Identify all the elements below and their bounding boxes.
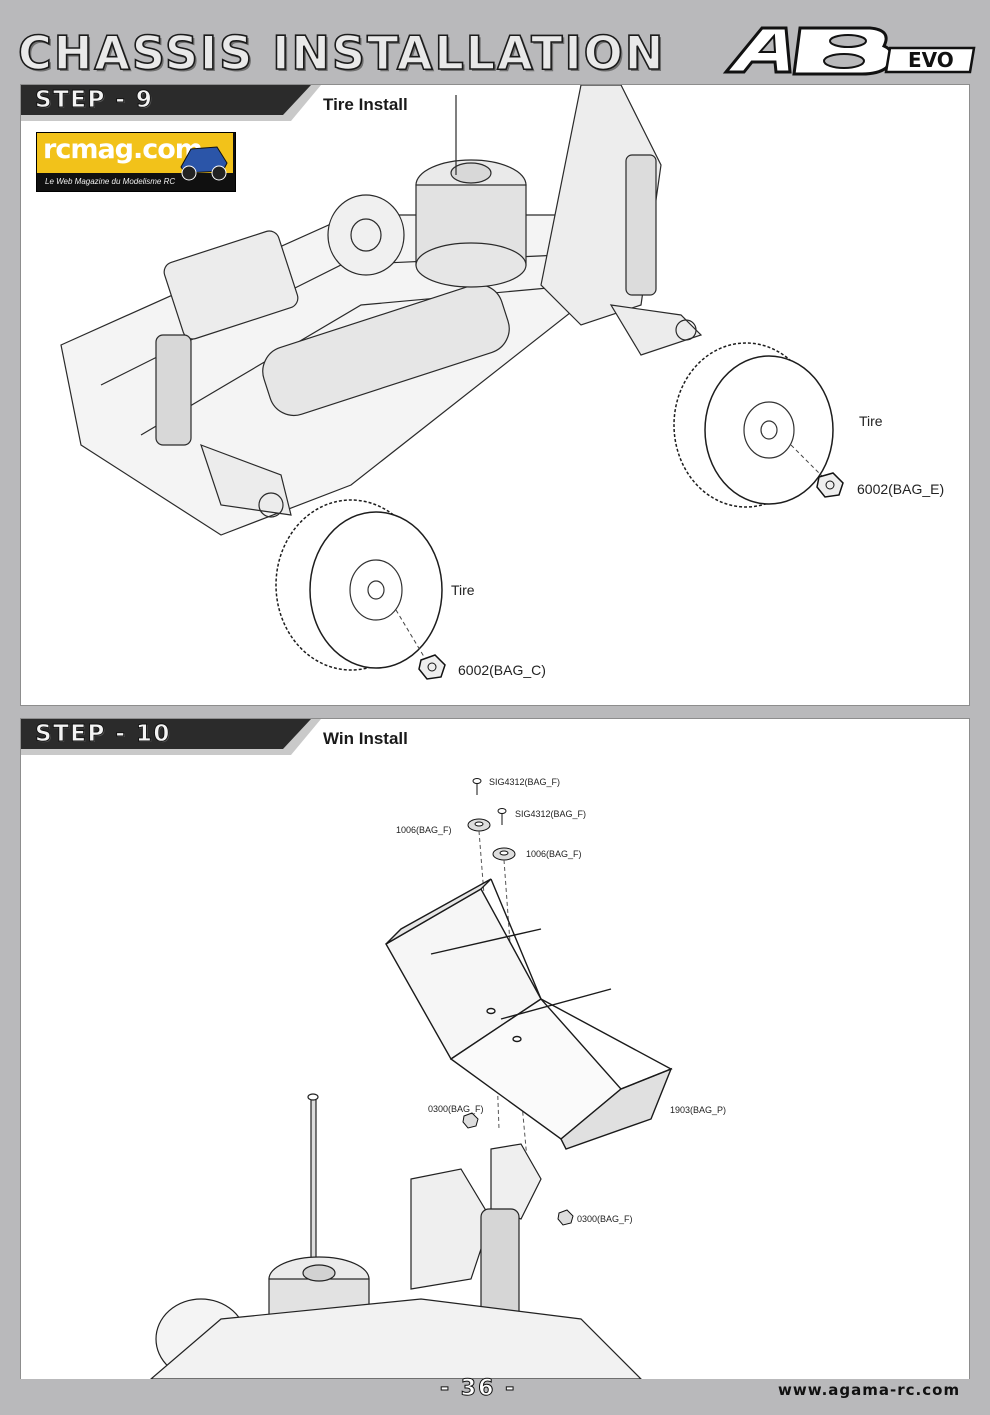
- callout-washer-2: 1006(BAG_F): [526, 849, 582, 859]
- brand-logo: EVO: [722, 26, 976, 76]
- callout-nut-right: 6002(BAG_E): [857, 481, 945, 497]
- callout-nut-2: 0300(BAG_F): [577, 1214, 633, 1224]
- page-number: - 36 -: [439, 1376, 517, 1402]
- nut-icon: [816, 472, 844, 498]
- washer-icon: [492, 847, 516, 861]
- step-10-illustration: [150, 778, 673, 1379]
- callout-tire-left: Tire: [451, 582, 475, 598]
- callout-nut-1: 0300(BAG_F): [428, 1104, 484, 1114]
- step-10-caption: Win Install: [323, 729, 408, 748]
- rc-car-icon: [180, 146, 228, 181]
- callout-screw-2: SIG4312(BAG_F): [515, 809, 587, 819]
- rcmag-watermark: rcmag.com Le Web Magazine du Modelisme R…: [36, 132, 236, 192]
- step-9-label: STEP - 9: [35, 87, 154, 114]
- step-9-caption: Tire Install: [323, 95, 408, 114]
- callout-tire-right: Tire: [859, 413, 883, 429]
- step-10-panel: STEP - 10 Win Install: [20, 718, 970, 1379]
- website-url: www.agama-rc.com: [778, 1381, 961, 1399]
- nut-icon: [418, 654, 446, 680]
- rear-wing-icon: [385, 878, 673, 1150]
- rcmag-tagline: Le Web Magazine du Modelisme RC: [45, 177, 176, 186]
- callout-washer-1: 1006(BAG_F): [396, 825, 452, 835]
- callout-nut-left: 6002(BAG_C): [458, 662, 546, 678]
- step-9-panel: STEP - 9 Tire Install: [20, 84, 970, 706]
- rcmag-name: rcmag.com: [43, 134, 203, 165]
- tire-icon: [275, 499, 443, 671]
- step-9-illustration: [60, 85, 844, 680]
- svg-text:EVO: EVO: [908, 48, 954, 72]
- step-9-tab: STEP - 9: [21, 85, 321, 121]
- screw-icon: [472, 778, 482, 795]
- nut-icon: [557, 1209, 574, 1226]
- page-title: CHASSIS INSTALLATION: [17, 25, 666, 81]
- nut-icon: [462, 1112, 479, 1129]
- step-10-tab: STEP - 10: [21, 719, 321, 755]
- washer-icon: [467, 818, 491, 832]
- tire-icon: [673, 342, 834, 508]
- callout-screw-1: SIG4312(BAG_F): [489, 777, 561, 787]
- callout-wing: 1903(BAG_P): [670, 1105, 727, 1115]
- step-10-label: STEP - 10: [35, 721, 171, 748]
- screw-icon: [497, 808, 507, 825]
